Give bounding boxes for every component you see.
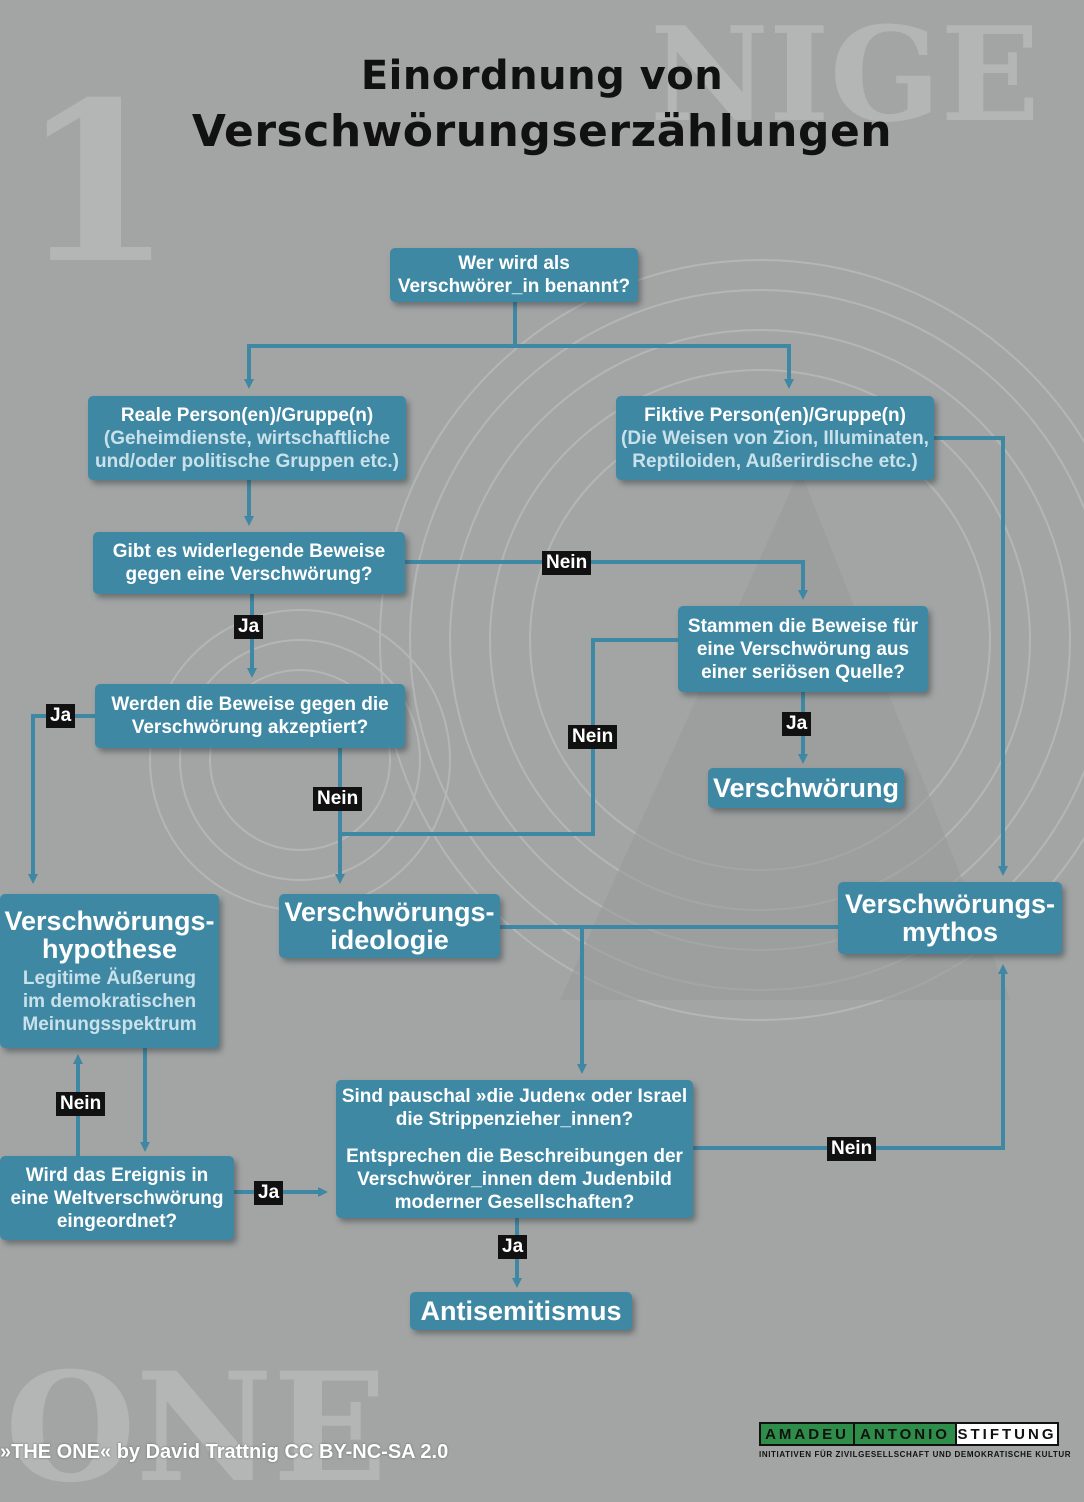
edge-refuting-to-serious (404, 560, 808, 600)
svg-text:1: 1 (20, 53, 173, 312)
node-serious: Stammen die Beweise für eine Verschwörun… (678, 606, 928, 692)
node-jews: Sind pauschal »die Juden« oder Israel di… (336, 1080, 693, 1218)
edge-label-serious-nein: Nein (568, 725, 618, 749)
logo-word-2: ANTONIO (855, 1424, 957, 1444)
node-serious-text: Stammen die Beweise für eine Verschwörun… (687, 615, 919, 683)
edge-jews-to-myth (693, 964, 1008, 1150)
node-jews-text: Sind pauschal »die Juden« oder Israel di… (341, 1085, 688, 1130)
edge-label-serious-ja: Ja (782, 712, 812, 736)
node-antisemitism: Antisemitismus (410, 1292, 632, 1330)
node-jews-text2: Entsprechen die Beschreibungen der Versc… (346, 1145, 683, 1213)
node-ideology-text: Verschwörungs- ideologie (284, 897, 495, 955)
edge-label-refuting-nein: Nein (542, 551, 592, 575)
edge-label-refuting-ja: Ja (234, 615, 264, 639)
node-myth-text: Verschwörungs- mythos (844, 889, 1056, 947)
logo-word-1: AMADEU (761, 1424, 855, 1444)
node-worldplot-text: Wird das Ereignis in eine Weltverschwöru… (10, 1164, 224, 1232)
svg-text:NIGE: NIGE (650, 0, 1040, 151)
logo-tagline: INITIATIVEN FÜR ZIVILGESELLSCHAFT UND DE… (759, 1450, 1072, 1459)
edge-label-accepted-nein: Nein (313, 787, 363, 811)
edge-label-worldplot-ja: Ja (254, 1181, 284, 1205)
node-ideology: Verschwörungs- ideologie (279, 894, 500, 958)
edge-label-accepted-ja: Ja (46, 704, 76, 728)
node-real-text: Reale Person(en)/Gruppe(n) (120, 404, 374, 426)
edge-fictive-to-myth (934, 436, 1008, 876)
node-conspiracy-text: Verschwörung (712, 773, 900, 803)
node-real-sub: (Geheimdienste, wirtschaftliche und/oder… (94, 427, 400, 472)
svg-text:ONE: ONE (5, 1340, 387, 1502)
node-fictive: Fiktive Person(en)/Gruppe(n) (Die Weisen… (616, 396, 934, 480)
edge-label-worldplot-nein: Nein (56, 1092, 106, 1116)
node-refuting-text: Gibt es widerlegende Beweise gegen eine … (112, 541, 386, 585)
node-real: Reale Person(en)/Gruppe(n) (Geheimdienst… (88, 396, 406, 480)
edge-start-to-real (244, 300, 517, 389)
node-antisemitism-text: Antisemitismus (420, 1296, 622, 1326)
node-myth: Verschwörungs- mythos (838, 882, 1062, 954)
node-fictive-text: Fiktive Person(en)/Gruppe(n) (644, 404, 906, 426)
image-credit: »THE ONE« by David Trattnig CC BY-NC-SA … (0, 1441, 449, 1463)
title-line-1: Einordnung von (360, 53, 724, 99)
node-accepted: Werden die Beweise gegen die Verschwörun… (95, 684, 405, 748)
node-hypothesis-sub: Legitime Äußerung im demokratischen Mein… (22, 967, 197, 1035)
edge-accepted-to-hypothesis (28, 714, 95, 884)
amadeu-antonio-logo: AMADEU ANTONIO STIFTUNG INITIATIVEN FÜR … (759, 1422, 1072, 1466)
edge-start-to-fictive (515, 344, 794, 389)
node-start: Wer wird als Verschwörer_in benannt? (390, 248, 638, 302)
node-worldplot: Wird das Ereignis in eine Weltverschwöru… (0, 1156, 234, 1240)
node-hypothesis-text: Verschwörungs- hypothese (4, 905, 215, 964)
node-fictive-sub: (Die Weisen von Zion, Illuminaten, Repti… (621, 427, 929, 472)
edge-label-jews-nein: Nein (827, 1137, 877, 1161)
node-conspiracy: Verschwörung (708, 768, 904, 808)
node-accepted-text: Werden die Beweise gegen die Verschwörun… (111, 694, 389, 738)
logo-word-3: STIFTUNG (957, 1424, 1057, 1444)
node-hypothesis: Verschwörungs- hypothese Legitime Äußeru… (0, 894, 219, 1048)
node-start-text: Wer wird als Verschwörer_in benannt? (397, 253, 631, 297)
title-line-2: Verschwörungserzählungen (191, 106, 893, 157)
node-refuting: Gibt es widerlegende Beweise gegen eine … (93, 532, 405, 594)
edge-label-jews-ja: Ja (498, 1235, 528, 1259)
diagram-title: Einordnung von Verschwörungserzählungen (0, 48, 1084, 160)
